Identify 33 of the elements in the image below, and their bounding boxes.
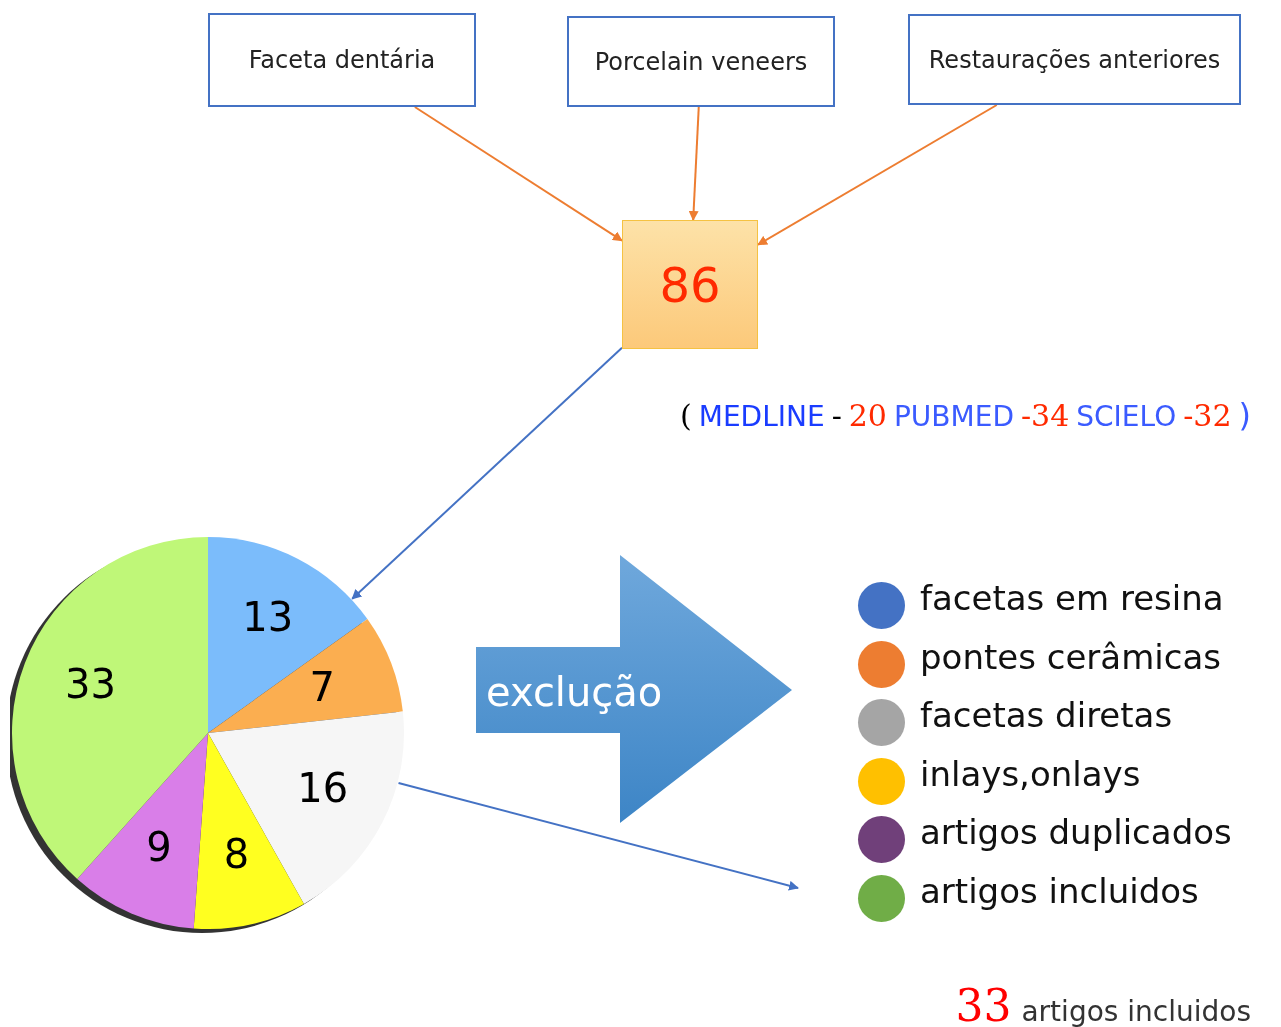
database-name: MEDLINE [698, 400, 825, 433]
data-label: 8 [223, 831, 250, 878]
arrow [397, 782, 799, 891]
legend-label: facetas diretas [920, 695, 1173, 735]
legend-label: artigos incluidos [920, 870, 1199, 911]
bracket: ( [680, 398, 692, 433]
data-label: 7 [309, 663, 335, 710]
arrow-label: exclução [486, 669, 663, 715]
arrow [413, 106, 623, 242]
arrow [688, 106, 700, 221]
article-count: 20 [848, 398, 887, 433]
database-name: PUBMED [893, 400, 1014, 433]
total-count: 33 [955, 980, 1012, 1027]
search-term-box: Faceta dentária [208, 13, 476, 107]
article-count: -32 [1183, 398, 1232, 433]
bracket: ) [1238, 396, 1251, 434]
data-label: 13 [242, 593, 294, 640]
arrow [757, 104, 998, 246]
count-box: 86 [622, 220, 758, 349]
data-label: 9 [146, 824, 172, 871]
search-term-box: Porcelain veneers [567, 16, 835, 107]
data-label: 33 [65, 661, 116, 708]
arrow [351, 346, 623, 600]
legend-label: artigos duplicados [920, 812, 1232, 852]
search-term-box: Restaurações anteriores [908, 14, 1241, 105]
total-caption: artigos incluidos [1021, 995, 1251, 1027]
article-count: -34 [1020, 398, 1070, 433]
data-label: 16 [297, 765, 349, 812]
legend-label: facetas em resina [920, 578, 1224, 618]
legend-label: pontes cerâmicas [920, 636, 1221, 677]
separator: - [831, 398, 842, 433]
legend-label: inlays,onlays [920, 753, 1141, 794]
database-name: SCIELO [1076, 400, 1177, 433]
